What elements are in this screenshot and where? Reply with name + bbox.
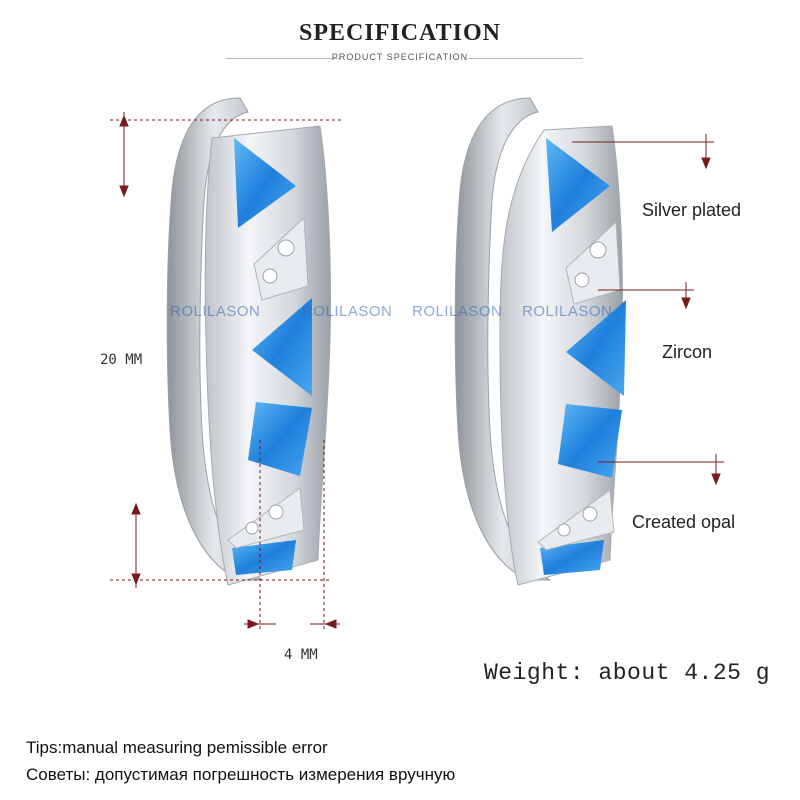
watermark-right: ROLILASON	[412, 303, 503, 320]
width-label: 4 MM	[284, 647, 318, 663]
right-hoop-back	[454, 97, 552, 581]
spec-title: SPECIFICATION	[299, 20, 501, 46]
right-opal-stone-1	[546, 138, 610, 232]
right-zircon-stone	[589, 241, 607, 259]
watermark-left: ROLILASON	[170, 303, 261, 320]
left-opal-stone-3	[248, 402, 312, 476]
width-dimension	[244, 440, 340, 630]
height-label: 20 MM	[100, 352, 143, 368]
callout-lines	[572, 134, 724, 486]
left-zircon-stone	[245, 521, 259, 535]
right-earring	[454, 97, 626, 586]
left-earring	[166, 97, 331, 586]
height-dimension	[110, 112, 342, 588]
right-zircon-band-2	[537, 489, 615, 551]
right-opal-stone-4	[540, 540, 604, 575]
right-zircon-stone	[557, 523, 571, 537]
left-opal-stone-1	[234, 138, 296, 228]
right-opal-stone-3	[558, 404, 622, 478]
left-zircon-stone	[262, 268, 278, 284]
watermark-right-2: ROLILASON	[522, 303, 613, 320]
callout-zircon: Zircon	[662, 342, 713, 362]
left-opal-stone-2	[252, 298, 312, 396]
weight-label: Weight: about 4.25 g	[484, 660, 771, 686]
right-opal-stone-2	[566, 300, 626, 396]
left-zircon-stone	[268, 504, 284, 520]
tips-english: Tips:manual measuring pemissible error	[26, 738, 328, 757]
subtitle-rule-left	[226, 58, 341, 59]
callout-silver-plated: Silver plated	[642, 200, 742, 220]
left-zircon-stone	[277, 239, 295, 257]
callout-created-opal: Created opal	[632, 512, 736, 532]
left-opal-stone-4	[232, 540, 296, 575]
right-zircon-stone	[574, 272, 590, 288]
subtitle-rule-right	[468, 58, 583, 59]
right-zircon-stone	[582, 506, 598, 522]
spec-subtitle: PRODUCT SPECIFICATION	[331, 52, 469, 62]
watermark-left-2: ROLILASON	[302, 303, 393, 320]
tips-russian: Советы: допустимая погрешность измерения…	[26, 765, 456, 784]
left-hoop-back	[166, 97, 264, 581]
